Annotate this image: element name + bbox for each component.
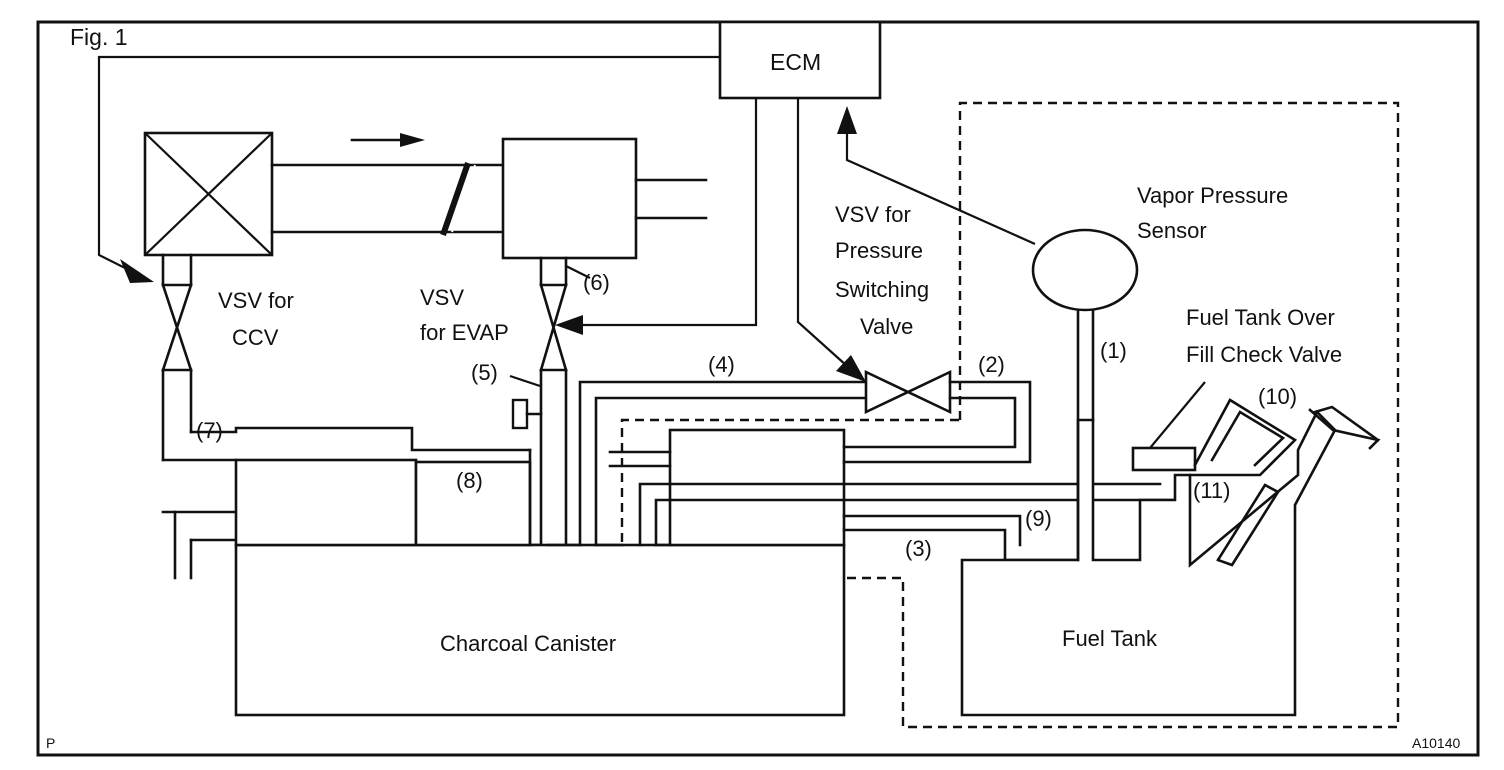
fuel-tank-label: Fuel Tank <box>1062 626 1158 651</box>
figure-label: Fig. 1 <box>70 24 128 50</box>
corner-label-right: A10140 <box>1412 735 1460 751</box>
evap-signal-arrow <box>555 315 583 335</box>
vsv-pressure-label-3: Switching <box>835 277 929 302</box>
throttle-valve <box>440 162 471 236</box>
vsv-ccv-label-2: CCV <box>232 325 279 350</box>
ccv-signal-arrow <box>120 259 154 283</box>
ecm-box <box>718 20 882 100</box>
evap-service-port <box>511 398 529 430</box>
vapor-sensor-label-1: Vapor Pressure <box>1137 183 1288 208</box>
pressure-vsv-signal-arrow <box>836 355 866 382</box>
fill-check-label-2: Fill Check Valve <box>1186 342 1342 367</box>
port-label-10: (10) <box>1258 384 1297 409</box>
port-label-11: (11) <box>1193 478 1231 503</box>
sensor-signal-arrow <box>837 106 857 134</box>
vsv-ccv-valve <box>161 283 193 372</box>
vsv-pressure-label-2: Pressure <box>835 238 923 263</box>
port-label-5: (5) <box>471 360 498 385</box>
vsv-pressure-switching-valve <box>864 369 952 415</box>
port-label-2: (2) <box>978 352 1005 377</box>
port-label-4: (4) <box>708 352 735 377</box>
vapor-sensor-label-2: Sensor <box>1137 218 1207 243</box>
port-label-3: (3) <box>905 536 932 561</box>
ecm-label: ECM <box>770 49 821 75</box>
fill-check-valve <box>1131 446 1197 472</box>
port-label-1: (1) <box>1100 338 1127 363</box>
charcoal-canister-label: Charcoal Canister <box>440 631 616 656</box>
vsv-evap-label-2: for EVAP <box>420 320 509 345</box>
port-label-9: (9) <box>1025 506 1052 531</box>
vsv-evap-label-1: VSV <box>420 285 464 310</box>
ecm-to-ccv-signal <box>97 55 720 273</box>
vapor-pressure-sensor <box>1031 228 1139 312</box>
sensor-to-ecm-signal <box>845 130 1036 246</box>
vsv-pressure-label-4: Valve <box>860 314 913 339</box>
charcoal-canister <box>234 543 846 717</box>
port-label-7: (7) <box>196 418 223 443</box>
ecm-to-pressure-vsv-signal <box>796 98 848 367</box>
port-label-6: (6) <box>583 270 610 295</box>
canister-upper-left <box>234 458 418 547</box>
ecm-to-evap-signal <box>578 98 758 327</box>
fill-check-label-1: Fuel Tank Over <box>1186 305 1335 330</box>
intake-manifold-box <box>501 137 638 260</box>
corner-label-left: P <box>46 735 55 751</box>
port-label-8: (8) <box>456 468 483 493</box>
vsv-pressure-label-1: VSV for <box>835 202 911 227</box>
airflow-arrow <box>400 133 425 147</box>
vsv-ccv-label-1: VSV for <box>218 288 294 313</box>
